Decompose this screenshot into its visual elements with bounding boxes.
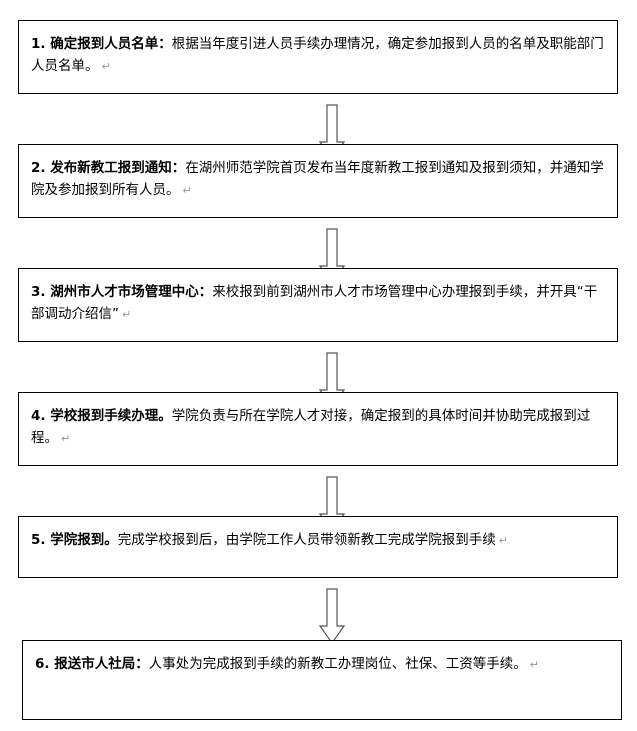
step-6-text: 人事处为完成报到手续的新教工办理岗位、社保、工资等手续。 (148, 656, 527, 672)
step-1-text: 根据当年度引进人员手续办理情况，确定参加报到人员的名单及职能部门人员名单。 (31, 36, 604, 74)
paragraph-mark-icon: ↵ (101, 60, 111, 73)
step-3-box: 3. 湖州市人才市场管理中心：来校报到前到湖州市人才市场管理中心办理报到手续，并… (18, 268, 618, 342)
step-4-box: 4. 学校报到手续办理。学院负责与所在学院人才对接，确定报到的具体时间并协助完成… (18, 392, 618, 466)
paragraph-mark-icon: ↵ (61, 432, 71, 445)
paragraph-mark-icon: ↵ (498, 534, 508, 547)
step-2-text: 在湖州师范学院首页发布当年度新教工报到通知及报到须知，并通知学院及参加报到所有人… (31, 160, 604, 198)
step-5-text: 完成学校报到后，由学院工作人员带领新教工完成学院报到手续 (117, 532, 496, 548)
down-arrow-icon (319, 588, 345, 644)
step-3-title: 3. 湖州市人才市场管理中心： (31, 284, 213, 300)
step-6-title: 6. 报送市人社局： (35, 656, 149, 672)
step-2-title: 2. 发布新教工报到通知： (31, 160, 186, 176)
step-1-box: 1. 确定报到人员名单：根据当年度引进人员手续办理情况，确定参加报到人员的名单及… (18, 20, 618, 94)
paragraph-mark-icon: ↵ (529, 658, 539, 671)
paragraph-mark-icon: ↵ (122, 308, 132, 321)
step-2-box: 2. 发布新教工报到通知：在湖州师范学院首页发布当年度新教工报到通知及报到须知，… (18, 144, 618, 218)
step-6-box: 6. 报送市人社局：人事处为完成报到手续的新教工办理岗位、社保、工资等手续。↵ (22, 640, 622, 720)
step-3-text: 来校报到前到湖州市人才市场管理中心办理报到手续，并开具“干部调动介绍信” (31, 284, 598, 322)
step-5-box: 5. 学院报到。完成学校报到后，由学院工作人员带领新教工完成学院报到手续↵ (18, 516, 618, 578)
step-4-text: 学院负责与所在学院人才对接，确定报到的具体时间并协助完成报到过程。 (31, 408, 591, 446)
paragraph-mark-icon: ↵ (182, 184, 192, 197)
step-4-title: 4. 学校报到手续办理。 (31, 408, 172, 424)
step-1-title: 1. 确定报到人员名单： (31, 36, 172, 52)
step-5-title: 5. 学院报到。 (31, 532, 118, 548)
